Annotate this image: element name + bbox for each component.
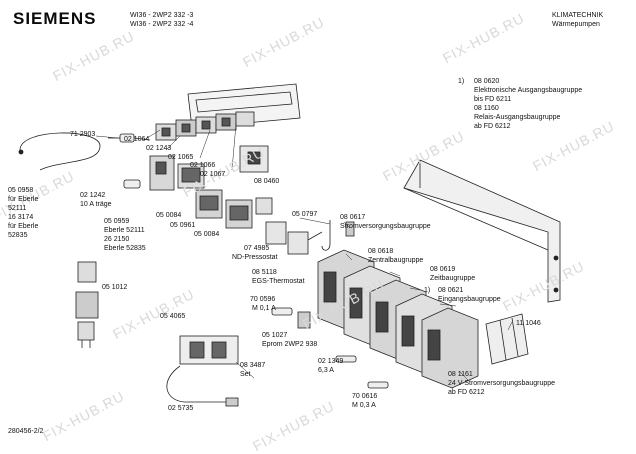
leader-lines — [95, 123, 513, 381]
part-label: 02 1065 — [168, 154, 194, 161]
footnote-line: ab FD 6212 — [474, 123, 511, 130]
fuse-021349 — [335, 355, 357, 363]
housing-rail — [403, 159, 561, 303]
part-label: Stromversorgungsbaugruppe — [340, 223, 431, 230]
part-label: 08 5118 — [252, 269, 277, 276]
part-label: 08 0619 — [430, 266, 456, 273]
footnote-line: Elektronische Ausgangsbaugruppe — [474, 87, 583, 94]
part-label: ab FD 6212 — [448, 389, 485, 396]
part-label: 02 5735 — [168, 405, 194, 412]
part-label: 05 4065 — [160, 313, 186, 320]
fuse-700596 — [271, 307, 311, 329]
part-label: 70 0596 — [250, 296, 276, 303]
part-label: 10 A träge — [80, 201, 112, 208]
part-label: 52835 — [8, 232, 28, 239]
electronic-modules — [317, 249, 479, 389]
part-label: 02 1243 — [146, 145, 172, 152]
part-label: 6,3 A — [318, 367, 334, 374]
document-number: 280456-2/2 — [8, 428, 44, 435]
part-label: 02 1242 — [80, 192, 106, 199]
part-label: Eingangsbaugruppe — [438, 296, 501, 303]
part-label: 08 0617 — [340, 214, 366, 221]
part-label: 24 V-Stromversorgungsbaugruppe — [448, 380, 556, 387]
part-label: EGS-Thermostat — [252, 278, 305, 285]
cable-050958 — [18, 132, 101, 171]
part-label: 05 0084 — [194, 231, 220, 238]
relay-blocks — [177, 163, 273, 229]
part-label: 05 1027 — [262, 332, 288, 339]
part-label: 08 0621 — [438, 287, 464, 294]
brand-logo: SIEMENS — [13, 9, 97, 28]
model-number-1: WI36 - 2WP2 332 -3 — [130, 12, 194, 19]
part-label: M 0,3 A — [352, 402, 376, 409]
din-rail-111046 — [485, 313, 529, 365]
part-label: 52111 — [8, 205, 27, 212]
part-label: 08 0460 — [254, 178, 280, 185]
model-number-2: WI36 - 2WP2 332 -4 — [130, 21, 194, 28]
part-label: 05 0084 — [156, 212, 182, 219]
part-label: 08 0618 — [368, 248, 394, 255]
part-label: 07 4985 — [244, 245, 270, 252]
footnote-line: bis FD 6211 — [474, 96, 512, 103]
footnote-marker: 1) — [458, 78, 465, 85]
category-2: Wärmepumpen — [552, 21, 600, 28]
part-label: 02 1349 — [318, 358, 344, 365]
part-label: 26 2150 — [104, 236, 130, 243]
part-label: Eberle 52835 — [104, 245, 146, 252]
part-label: 05 1012 — [102, 284, 128, 291]
part-label: 05 0961 — [170, 222, 196, 229]
part-label: 02 1066 — [190, 162, 216, 169]
connector-051012 — [75, 261, 99, 348]
part-label: Eberle 52111 — [104, 227, 145, 234]
part-label: M 0,1 A — [252, 305, 276, 312]
part-label: 08 1161 — [448, 371, 473, 378]
footnote-line: 08 0620 — [474, 78, 500, 85]
part-label: für Eberle — [8, 196, 39, 203]
thermostat-050797 — [321, 220, 355, 251]
part-label: 11 1046 — [516, 320, 541, 327]
part-label: Zeitbaugruppe — [430, 275, 476, 282]
category-1: KLIMATECHNIK — [552, 12, 604, 19]
fuse-712903 — [108, 133, 151, 143]
part-label: 70 0616 — [352, 393, 378, 400]
fuse-holder-021242 — [123, 155, 175, 191]
part-label: 16 3174 — [8, 214, 34, 221]
part-label: Eprom 2WP2 938 — [262, 341, 318, 348]
switch-row — [155, 111, 255, 141]
part-label: 02 1064 — [124, 136, 150, 143]
pressostat-074985 — [265, 221, 323, 255]
part-label: 1) — [424, 287, 431, 294]
part-label: 08 3487 — [240, 362, 266, 369]
part-label: 05 0959 — [104, 218, 130, 225]
part-label: 71 2903 — [70, 131, 96, 138]
footnote-line: 08 1160 — [474, 105, 499, 112]
fuse-700616 — [367, 381, 389, 389]
switch-080460 — [239, 145, 269, 173]
relay-set-054065 — [166, 335, 239, 407]
part-label: 05 0958 — [8, 187, 34, 194]
part-label: 02 1067 — [200, 171, 226, 178]
part-label: für Eberle — [8, 223, 39, 230]
part-label: Set — [240, 371, 251, 378]
part-label: ND-Pressostat — [232, 254, 278, 261]
part-label: 05 0797 — [292, 211, 318, 218]
part-label: Zentralbaugruppe — [368, 257, 424, 264]
footnote-line: Relais-Ausgangsbaugruppe — [474, 114, 561, 121]
